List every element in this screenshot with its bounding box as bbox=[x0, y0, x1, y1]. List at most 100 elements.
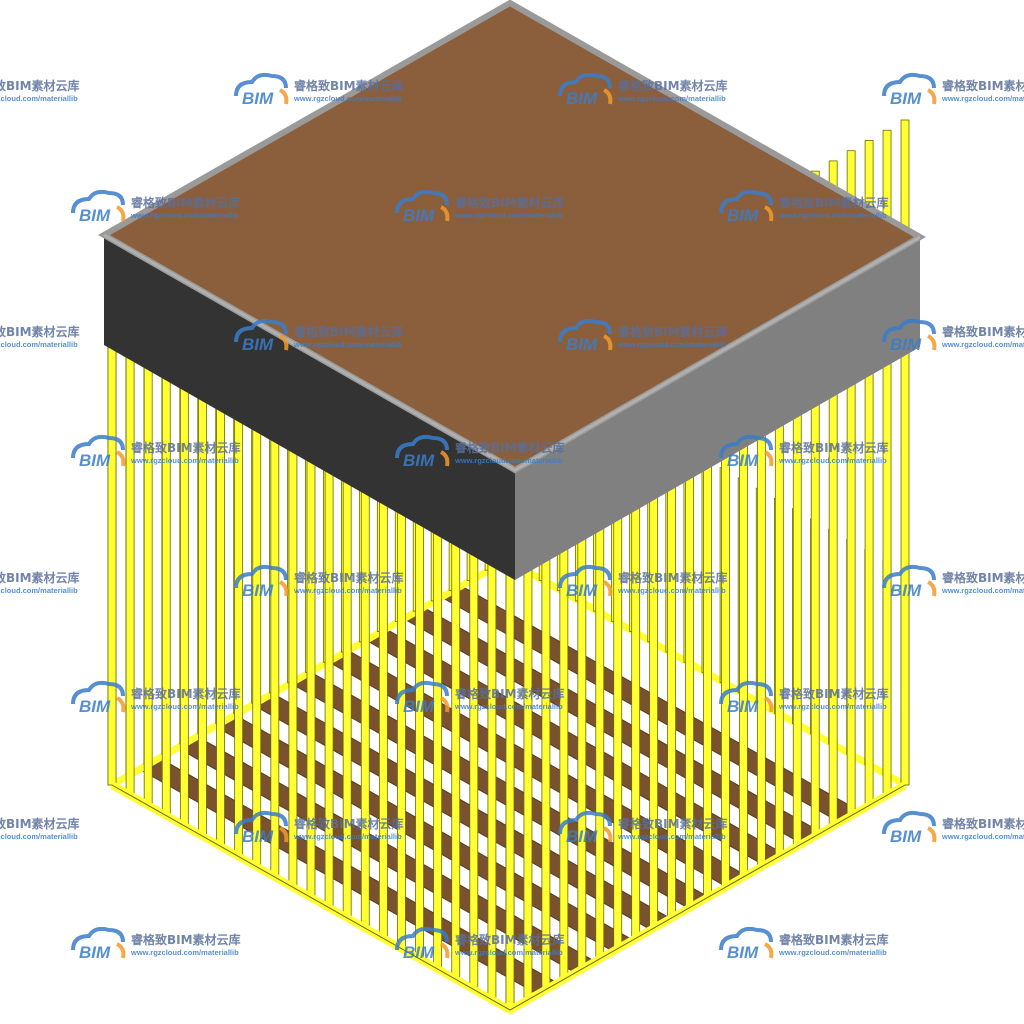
watermark-title: 睿格致BIM素材云库 bbox=[131, 686, 241, 701]
watermark-logo-text: BIM bbox=[890, 335, 922, 354]
watermark: BIM睿格致BIM素材云库www.rgzcloud.com/materialli… bbox=[0, 816, 80, 841]
watermark-swoosh-icon bbox=[115, 450, 126, 467]
watermark-title: 睿格致BIM素材云库 bbox=[942, 324, 1024, 339]
watermark-cloud-icon bbox=[882, 72, 936, 97]
front-left-bar bbox=[216, 405, 225, 847]
watermark-swoosh-icon bbox=[763, 696, 774, 713]
watermark-swoosh-icon bbox=[439, 942, 450, 959]
watermark-swoosh-icon bbox=[115, 205, 126, 222]
watermark-swoosh-icon bbox=[926, 580, 937, 597]
roof-front-left-face bbox=[104, 235, 515, 580]
watermark: BIM睿格致BIM素材云库www.rgzcloud.com/materialli… bbox=[719, 926, 889, 962]
watermark-logo-text: BIM bbox=[79, 206, 111, 225]
watermark-logo-text: BIM bbox=[403, 206, 435, 225]
watermark-swoosh-icon bbox=[439, 696, 450, 713]
front-left-bar bbox=[415, 518, 424, 960]
watermark-cloud-icon bbox=[558, 564, 612, 589]
watermark: BIM睿格致BIM素材云库www.rgzcloud.com/materialli… bbox=[0, 78, 80, 103]
watermark: BIM睿格致BIM素材云库www.rgzcloud.com/materialli… bbox=[558, 318, 728, 354]
watermark-url: www.rgzcloud.com/materiallib bbox=[941, 832, 1024, 841]
watermark-cloud-icon bbox=[395, 434, 449, 459]
watermark: BIM 睿格致BIM素材云库www.rgzcloud.com/materialli… bbox=[71, 680, 241, 716]
watermark-swoosh-icon bbox=[115, 942, 126, 959]
watermark-swoosh-icon bbox=[763, 450, 774, 467]
front-left-bar bbox=[451, 538, 461, 980]
watermark: BIM睿格致BIM素材云库www.rgzcloud.com/materialli… bbox=[558, 564, 728, 600]
watermark-logo-text: BIM bbox=[890, 89, 922, 108]
front-right-bar bbox=[900, 119, 910, 786]
watermark-logo-text: BIM bbox=[242, 581, 274, 600]
watermark: BIM睿格致BIM素材云库www.rgzcloud.com/materialli… bbox=[395, 434, 565, 470]
watermark-url: www.rgzcloud.com/materiallib bbox=[778, 702, 887, 711]
watermark-title: 睿格致BIM素材云库 bbox=[618, 816, 728, 831]
watermark-title: 睿格致BIM素材云库 bbox=[942, 78, 1024, 93]
watermark-cloud-icon bbox=[719, 680, 773, 705]
watermark-cloud-icon bbox=[234, 72, 288, 97]
watermark-cloud-icon bbox=[71, 434, 125, 459]
watermark-title: 睿格致BIM素材云库 bbox=[131, 195, 241, 210]
watermark: BIM 睿格致BIM素材云库www.rgzcloud.com/materialli… bbox=[882, 318, 1024, 354]
watermark-url: www.rgzcloud.com/materiallib bbox=[130, 702, 239, 711]
front-left-bar bbox=[234, 416, 244, 857]
watermark-title: 睿格致BIM素材云库 bbox=[0, 816, 80, 831]
watermark-logo-text: BIM bbox=[727, 206, 759, 225]
watermark-url: www.rgzcloud.com/materiallib bbox=[454, 211, 563, 220]
watermark-swoosh-icon bbox=[602, 826, 613, 843]
watermark: BIM 睿格致BIM素材云库www.rgzcloud.com/materialli… bbox=[882, 564, 1024, 600]
watermark-logo-text: BIM bbox=[242, 827, 274, 846]
watermark-url: www.rgzcloud.com/materiallib bbox=[778, 948, 887, 957]
watermark-url: www.rgzcloud.com/materiallib bbox=[293, 94, 402, 103]
watermark-url: www.rgzcloud.com/materiallib bbox=[0, 94, 78, 103]
watermark-cloud-icon bbox=[234, 564, 288, 589]
watermark-url: www.rgzcloud.com/materiallib bbox=[0, 832, 78, 841]
watermark-swoosh-icon bbox=[926, 826, 937, 843]
watermark-logo-text: BIM bbox=[79, 697, 111, 716]
watermark-logo-text: BIM bbox=[890, 581, 922, 600]
watermark-url: www.rgzcloud.com/materiallib bbox=[0, 586, 78, 595]
front-bottom-rail-outline bbox=[111, 784, 906, 1011]
watermark-cloud-icon bbox=[882, 564, 936, 589]
front-left-bar bbox=[125, 354, 135, 796]
watermark-cloud-icon bbox=[395, 189, 449, 214]
watermark-url: www.rgzcloud.com/materiallib bbox=[454, 948, 563, 957]
watermark-url: www.rgzcloud.com/materiallib bbox=[941, 340, 1024, 349]
watermark-title: 睿格致BIM素材云库 bbox=[779, 686, 889, 701]
watermark-logo-text: BIM bbox=[566, 581, 598, 600]
watermark-title: 睿格致BIM素材云库 bbox=[0, 570, 80, 585]
watermark: BIM 睿格致BIM素材云库www.rgzcloud.com/materialli… bbox=[71, 189, 241, 225]
watermark-title: 睿格致BIM素材云库 bbox=[942, 816, 1024, 831]
watermark-logo-text: BIM bbox=[727, 943, 759, 962]
watermark-swoosh-icon bbox=[278, 88, 289, 105]
watermark-swoosh-icon bbox=[278, 580, 289, 597]
watermark-url: www.rgzcloud.com/materiallib bbox=[941, 586, 1024, 595]
watermark: BIM睿格致BIM素材云库www.rgzcloud.com/materialli… bbox=[234, 810, 404, 846]
watermark-logo-text: BIM bbox=[727, 697, 759, 716]
watermark: BIM睿格致BIM素材云库www.rgzcloud.com/materialli… bbox=[882, 72, 1024, 108]
watermark: BIM睿格致BIM素材云库www.rgzcloud.com/materialli… bbox=[234, 564, 404, 600]
watermark: BIM睿格致BIM素材云库www.rgzcloud.com/materialli… bbox=[558, 72, 728, 108]
watermark-cloud-icon bbox=[719, 189, 773, 214]
watermark-swoosh-icon bbox=[763, 205, 774, 222]
watermark-url: www.rgzcloud.com/materiallib bbox=[293, 340, 402, 349]
watermark-title: 睿格致BIM素材云库 bbox=[294, 816, 404, 831]
watermark-url: www.rgzcloud.com/materiallib bbox=[617, 340, 726, 349]
watermark-title: 睿格致BIM素材云库 bbox=[0, 324, 80, 339]
watermark-swoosh-icon bbox=[439, 450, 450, 467]
roof-front-right-face bbox=[515, 237, 920, 580]
watermark-logo-text: BIM bbox=[242, 89, 274, 108]
watermark-cloud-icon bbox=[234, 318, 288, 343]
watermark-swoosh-icon bbox=[439, 205, 450, 222]
watermark-cloud-icon bbox=[882, 318, 936, 343]
watermark-logo-text: BIM bbox=[242, 335, 274, 354]
watermark-title: 睿格致BIM素材云库 bbox=[455, 932, 565, 947]
watermark-cloud-icon bbox=[71, 680, 125, 705]
watermark: BIM 睿格致BIM素材云库www.rgzcloud.com/materialli… bbox=[719, 680, 889, 716]
watermark-url: www.rgzcloud.com/materiallib bbox=[130, 211, 239, 220]
watermark-layer: BIM睿格致BIM素材云库www.rgzcloud.com/materialli… bbox=[0, 72, 1024, 962]
front-bars bbox=[107, 119, 910, 1015]
watermark-title: 睿格致BIM素材云库 bbox=[942, 570, 1024, 585]
watermark-cloud-icon bbox=[395, 926, 449, 951]
watermark-logo-text: BIM bbox=[566, 335, 598, 354]
front-left-bar bbox=[324, 467, 334, 909]
